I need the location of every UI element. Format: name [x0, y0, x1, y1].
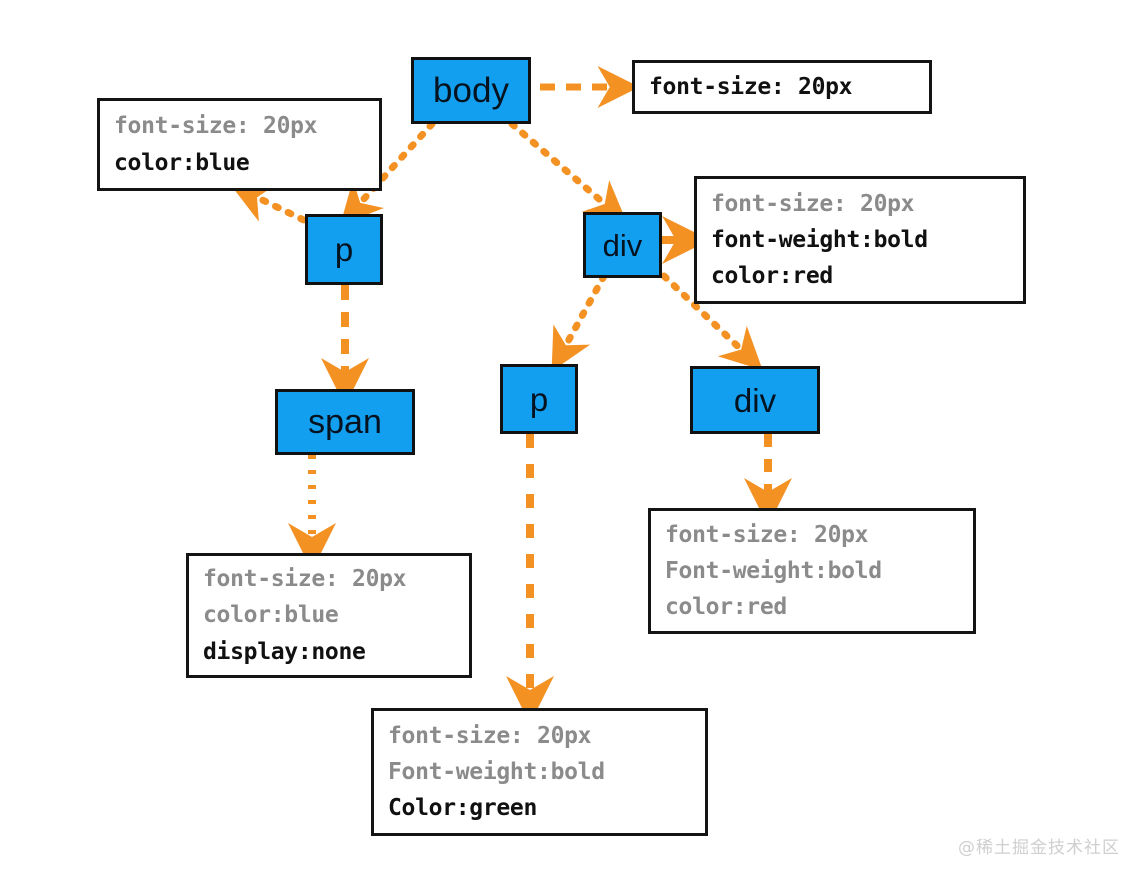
- node-body-label: body: [433, 71, 509, 110]
- rulebox-p-inner: font-size: 20px Font-weight:bold Color:g…: [371, 708, 708, 836]
- rulebox-body: font-size: 20px: [632, 60, 932, 114]
- rulebox-div-outer: font-size: 20px font-weight:bold color:r…: [694, 176, 1026, 304]
- node-p-inner-label: p: [529, 380, 549, 418]
- rule-line: display:none: [203, 638, 366, 665]
- watermark: @稀土掘金技术社区: [958, 838, 1120, 858]
- rule-line: font-size: 20px: [665, 521, 869, 548]
- node-div-inner-label: div: [733, 381, 777, 419]
- rule-line: font-weight:bold: [711, 226, 928, 253]
- node-div-inner[interactable]: div: [690, 366, 820, 434]
- rule-line: font-size: 20px: [203, 566, 407, 593]
- rule-line: Color:green: [388, 795, 538, 822]
- rule-line: color:blue: [203, 602, 339, 629]
- node-p-outer-label: p: [334, 231, 354, 268]
- rule-line: font-size: 20px: [114, 113, 318, 140]
- rule-line: color:red: [665, 594, 787, 621]
- edge-div-to-inner-p: [551, 272, 608, 372]
- edge-p-to-rules: [230, 183, 320, 230]
- rule-line: Font-weight:bold: [665, 557, 882, 584]
- edge-div-to-inner-div: [660, 272, 763, 371]
- node-div-outer-label: div: [602, 227, 643, 263]
- rule-line: font-size: 20px: [711, 190, 915, 217]
- node-p-outer[interactable]: p: [305, 214, 383, 285]
- rule-line: color:blue: [114, 149, 250, 176]
- rule-line: font-size: 20px: [388, 722, 592, 749]
- rule-line: font-size: 20px: [649, 73, 853, 100]
- node-span[interactable]: span: [275, 389, 415, 455]
- edge-body-to-p: [340, 120, 436, 225]
- rulebox-span: font-size: 20px color:blue display:none: [186, 553, 472, 678]
- node-p-inner[interactable]: p: [500, 364, 578, 434]
- rulebox-div-inner: font-size: 20px Font-weight:bold color:r…: [648, 508, 976, 634]
- node-span-label: span: [308, 403, 382, 441]
- rule-line: Font-weight:bold: [388, 758, 605, 785]
- node-div-outer[interactable]: div: [583, 212, 662, 278]
- node-body[interactable]: body: [411, 57, 531, 124]
- rule-line: color:red: [711, 263, 833, 290]
- edge-body-to-div: [508, 120, 628, 224]
- rulebox-p-outer: font-size: 20px color:blue: [97, 98, 382, 191]
